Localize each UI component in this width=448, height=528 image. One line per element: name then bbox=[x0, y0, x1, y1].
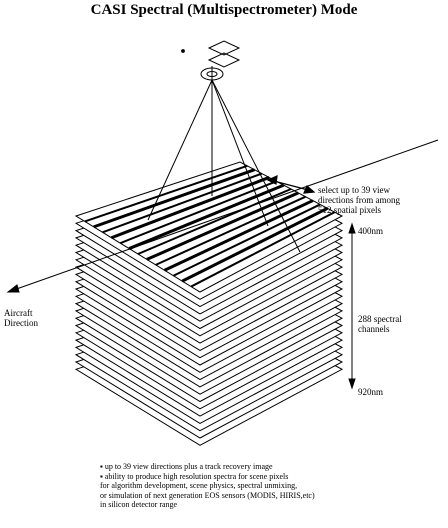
view-stripe bbox=[128, 183, 285, 250]
view-selection-arrow bbox=[266, 175, 316, 194]
note-line: in silicon detector range bbox=[100, 500, 178, 509]
view-stripe bbox=[163, 199, 314, 272]
diagram-title: CASI Spectral (Multispectrometer) Mode bbox=[90, 2, 358, 18]
view-stripe bbox=[190, 211, 336, 288]
view-stripe bbox=[110, 176, 270, 240]
aircraft-direction-label: Aircraft Direction bbox=[4, 308, 38, 328]
view-stripe bbox=[155, 195, 306, 266]
note-line: ▪ ability to produce high resolution spe… bbox=[100, 471, 289, 481]
view-stripe bbox=[119, 180, 277, 245]
view-stripe bbox=[84, 164, 248, 223]
view-stripe bbox=[181, 206, 329, 283]
spectral-range-arrow bbox=[348, 222, 356, 390]
view-rays bbox=[147, 79, 301, 253]
aircraft-direction-arrow bbox=[6, 139, 439, 293]
view-stripe bbox=[137, 188, 292, 255]
spectral-channels-label: 288 spectral channels bbox=[358, 314, 402, 334]
note-line: or simulation of next generation EOS sen… bbox=[100, 490, 315, 500]
note-line: ▪ up to 39 view directions plus a track … bbox=[100, 462, 273, 471]
wavelength-bottom-label: 920nm bbox=[358, 387, 384, 397]
note-line: for algorithm development, scene physics… bbox=[100, 481, 298, 490]
view-stripe bbox=[146, 191, 299, 261]
wavelength-top-label: 400nm bbox=[358, 226, 384, 236]
view-stripe bbox=[172, 203, 321, 277]
view-stripe bbox=[102, 172, 263, 234]
aircraft-sensor-icon bbox=[181, 40, 241, 82]
notes-block: ▪ up to 39 view directions plus a track … bbox=[100, 462, 315, 510]
view-direction-stripes bbox=[84, 164, 336, 288]
view-stripe bbox=[93, 168, 256, 229]
view-directions-label: select up to 39 view directions from amo… bbox=[318, 185, 400, 215]
